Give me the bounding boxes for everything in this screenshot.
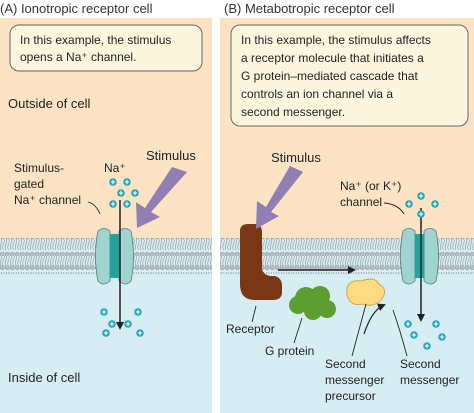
- right-panel-header: (B) Metabotropic receptor cell: [224, 1, 395, 16]
- right-note-line-2: a receptor molecule that initiates a: [241, 51, 424, 65]
- left-panel: (A) Ionotropic receptor cell In this exa…: [0, 1, 212, 413]
- channel-label-line-3: Na⁺ channel: [14, 193, 81, 207]
- precursor-to-messenger-arrow: [363, 303, 386, 335]
- panel-divider: [212, 18, 220, 413]
- g-protein: [289, 286, 336, 320]
- right-note-line-1: In this example, the stimulus affects: [241, 33, 431, 47]
- channel-label-line-2: gated: [14, 177, 44, 191]
- channel-leader-line: [87, 201, 101, 215]
- precursor-label-line-3: precursor: [325, 389, 376, 403]
- second-messenger-precursor-shape: [346, 278, 385, 306]
- right-channel-leader-line: [383, 202, 405, 215]
- left-panel-header: (A) Ionotropic receptor cell: [0, 1, 153, 16]
- precursor-leader-line: [351, 303, 367, 357]
- receptor-leader-line: [251, 305, 257, 323]
- right-stimulus-arrow: [256, 166, 303, 229]
- left-stimulus-label: Stimulus: [146, 148, 196, 163]
- right-stimulus-label: Stimulus: [271, 150, 321, 165]
- channel-label-line-1: Stimulus-: [14, 161, 64, 175]
- precursor-label-line-2: messenger: [325, 373, 384, 387]
- ionotropic-na-channel: [95, 228, 134, 285]
- right-note-line-5: second messenger.: [241, 105, 345, 119]
- right-panel: (B) Metabotropic receptor cell In this e…: [220, 1, 474, 413]
- left-note-line-2: opens a Na⁺ channel.: [20, 50, 136, 64]
- right-channel-label-line-1: Na⁺ (or K⁺): [340, 179, 401, 193]
- left-note-box: [9, 24, 203, 72]
- receptor-molecule: [240, 224, 282, 300]
- second-messenger-label-line-1: Second: [400, 357, 441, 371]
- left-stimulus-arrow: [136, 167, 187, 228]
- second-messenger-label-line-2: messenger: [400, 373, 459, 387]
- g-protein-label: G protein: [265, 344, 314, 358]
- receptor-label: Receptor: [226, 322, 275, 336]
- outside-of-cell-label: Outside of cell: [8, 96, 90, 111]
- right-channel-label-line-2: channel: [340, 195, 382, 209]
- metabotropic-ion-channel: [400, 228, 439, 285]
- inside-of-cell-label: Inside of cell: [8, 370, 80, 385]
- precursor-label-line-1: Second: [325, 357, 366, 371]
- left-note-line-1: In this example, the stimulus: [20, 33, 171, 47]
- second-messenger-leader-line: [392, 309, 408, 357]
- na-ion-label: Na⁺: [104, 161, 126, 175]
- right-note-line-4: controls an ion channel via a: [241, 87, 393, 101]
- right-note-box: [230, 24, 469, 127]
- g-protein-leader-line: [293, 317, 303, 344]
- right-note-line-3: G protein–mediated cascade that: [241, 69, 418, 83]
